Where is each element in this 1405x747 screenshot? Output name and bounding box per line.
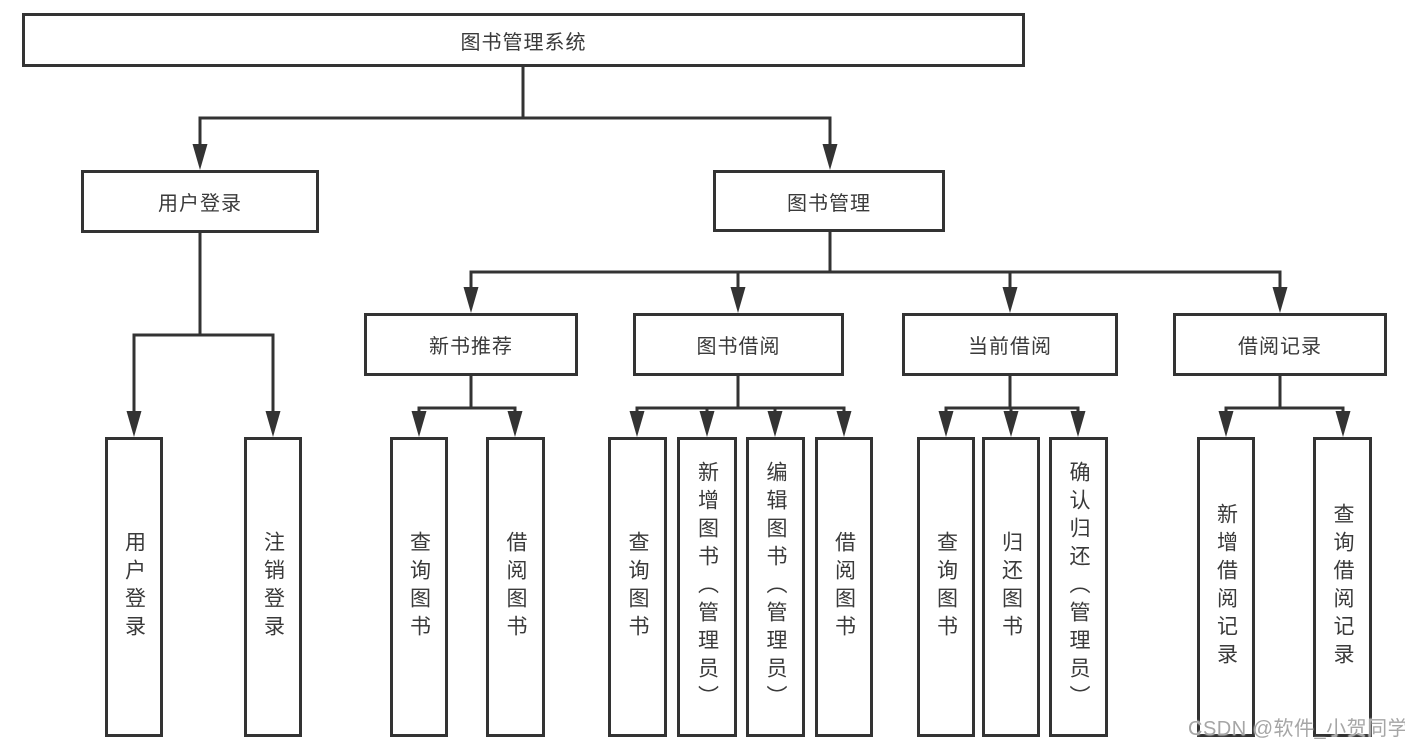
leaf-add-borrow-record: 新增借阅记录 [1197,437,1255,737]
leaf-query-books-recommend: 查询图书 [390,437,448,737]
node-book-management: 图书管理 [713,170,945,232]
leaf-query-borrow-record: 查询借阅记录 [1313,437,1372,737]
node-book-borrowing: 图书借阅 [633,313,844,376]
leaf-user-login: 用户登录 [105,437,163,737]
node-new-book-recommend: 新书推荐 [364,313,578,376]
csdn-watermark: CSDN @软件_小贺同学 [1188,718,1405,740]
node-library-management-system: 图书管理系统 [22,13,1025,67]
leaf-return-books: 归还图书 [982,437,1040,737]
node-user-login: 用户登录 [81,170,319,233]
leaf-add-books-admin: 新增图书（管理员） [677,437,737,737]
node-current-borrowing: 当前借阅 [902,313,1118,376]
leaf-edit-books-admin: 编辑图书（管理员） [746,437,805,737]
leaf-borrow-books-recommend: 借阅图书 [486,437,545,737]
leaf-logout: 注销登录 [244,437,302,737]
node-borrowing-records: 借阅记录 [1173,313,1387,376]
leaf-query-books-borrowing: 查询图书 [608,437,667,737]
leaf-query-books-current: 查询图书 [917,437,975,737]
leaf-borrow-books: 借阅图书 [815,437,873,737]
leaf-confirm-return-admin: 确认归还（管理员） [1049,437,1108,737]
